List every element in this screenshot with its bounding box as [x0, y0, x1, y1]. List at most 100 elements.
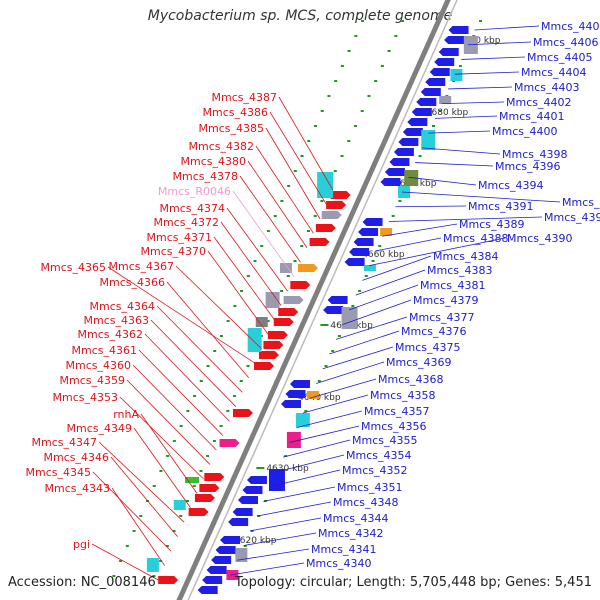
left-gene-label[interactable]: Mmcs_4364 [90, 300, 155, 313]
reverse-gene[interactable] [242, 486, 263, 494]
reverse-gene[interactable] [362, 218, 383, 226]
forward-gene[interactable] [194, 494, 215, 502]
forward-gene[interactable] [315, 224, 336, 232]
reverse-gene[interactable] [202, 576, 223, 584]
forward-gene[interactable] [254, 362, 275, 370]
left-gene-label[interactable]: Mmcs_4346 [44, 451, 109, 464]
reverse-gene[interactable] [420, 88, 441, 96]
reverse-gene[interactable] [407, 118, 428, 126]
reverse-gene[interactable] [384, 168, 405, 176]
cog-box[interactable] [450, 69, 463, 81]
reverse-gene[interactable] [411, 108, 432, 116]
reverse-gene[interactable] [448, 26, 469, 34]
reverse-gene[interactable] [425, 78, 446, 86]
cog-box[interactable] [265, 292, 280, 308]
reverse-gene[interactable] [429, 68, 450, 76]
reverse-gene[interactable] [215, 546, 236, 554]
right-gene-label[interactable]: Mmcs_4344 [323, 512, 388, 525]
forward-gene[interactable] [188, 508, 209, 516]
reverse-gene[interactable] [228, 518, 249, 526]
right-gene-label[interactable]: Mmcs_4403 [514, 81, 579, 94]
forward-gene[interactable] [309, 238, 330, 246]
right-gene-label[interactable]: Mmcs_4356 [361, 420, 426, 433]
right-gene-label[interactable]: Mmcs_4400 [492, 125, 557, 138]
left-gene-label[interactable]: Mmcs_4345 [26, 466, 91, 479]
forward-gene[interactable] [278, 308, 299, 316]
cog-box[interactable] [363, 265, 376, 271]
reverse-gene[interactable] [197, 586, 218, 594]
left-gene-label[interactable]: Mmcs_4366 [100, 276, 165, 289]
reverse-gene[interactable] [349, 248, 370, 256]
right-gene-label[interactable]: Mmcs_4340 [306, 557, 371, 570]
right-gene-label[interactable]: Mmcs_4391 [468, 200, 533, 213]
right-gene-label[interactable]: Mmcs_4390 [507, 232, 572, 245]
left-gene-label[interactable]: Mmcs_4371 [147, 231, 212, 244]
reverse-gene[interactable] [289, 380, 310, 388]
right-gene-label[interactable]: Mmcs_4375 [395, 341, 460, 354]
forward-gene[interactable] [267, 331, 288, 339]
right-gene-label[interactable]: Mmcs_4404 [521, 66, 586, 79]
reverse-gene[interactable] [398, 138, 419, 146]
forward-gene[interactable] [219, 439, 240, 447]
right-gene-label[interactable]: Mmcs_4377 [409, 311, 474, 324]
left-gene-label[interactable]: rnhA [113, 408, 139, 421]
forward-gene[interactable] [258, 351, 279, 359]
left-gene-label[interactable]: Mmcs_4370 [141, 245, 206, 258]
forward-gene[interactable] [158, 576, 179, 584]
reverse-gene[interactable] [211, 556, 232, 564]
right-gene-label[interactable]: Mmcs_4376 [401, 325, 466, 338]
reverse-gene[interactable] [238, 496, 258, 504]
forward-gene[interactable] [283, 296, 304, 304]
reverse-gene[interactable] [393, 148, 414, 156]
reverse-gene[interactable] [220, 536, 241, 544]
left-gene-label[interactable]: Mmcs_4361 [72, 344, 137, 357]
right-gene-label[interactable]: Mmcs_4341 [311, 543, 376, 556]
cog-box[interactable] [184, 477, 199, 483]
forward-gene[interactable] [326, 201, 347, 209]
reverse-gene[interactable] [323, 306, 344, 314]
reverse-gene[interactable] [358, 228, 379, 236]
reverse-gene[interactable] [327, 296, 348, 304]
reverse-gene[interactable] [206, 566, 227, 574]
right-gene-label[interactable]: Mmcs_4392 [544, 211, 600, 224]
left-gene-label[interactable]: Mmcs_4387 [212, 91, 277, 104]
forward-gene[interactable] [330, 191, 351, 199]
right-gene-label[interactable]: Mmcs_4381 [420, 279, 485, 292]
left-gene-label[interactable]: Mmcs_4374 [160, 202, 225, 215]
reverse-gene[interactable] [416, 98, 437, 106]
left-gene-label[interactable]: Mmcs_4343 [45, 482, 110, 495]
cog-box[interactable] [307, 391, 320, 399]
left-gene-label[interactable]: Mmcs_4349 [67, 422, 132, 435]
left-gene-label[interactable]: Mmcs_4378 [173, 170, 238, 183]
reverse-gene[interactable] [246, 476, 267, 484]
cog-box[interactable] [146, 558, 159, 572]
cog-box[interactable] [286, 432, 301, 448]
right-gene-label[interactable]: Mmcs_4368 [378, 373, 443, 386]
cog-box[interactable] [268, 469, 285, 491]
right-gene-label[interactable]: Mmcs_4369 [386, 356, 451, 369]
cog-box[interactable] [247, 328, 262, 352]
cog-box[interactable] [317, 172, 334, 198]
right-gene-label[interactable]: Mmcs_4384 [433, 250, 498, 263]
cog-box[interactable] [439, 96, 452, 104]
reverse-gene[interactable] [344, 258, 365, 266]
reverse-gene[interactable] [402, 128, 423, 136]
cog-box[interactable] [421, 130, 436, 150]
forward-gene[interactable] [232, 409, 253, 417]
right-gene-label[interactable]: Mmcs_4394 [478, 179, 543, 192]
right-gene-label[interactable]: Mmcs_4388 [443, 232, 508, 245]
forward-gene[interactable] [199, 484, 220, 492]
right-gene-label[interactable]: Mmcs_4354 [346, 449, 411, 462]
cog-box[interactable] [341, 307, 358, 329]
left-gene-label[interactable]: Mmcs_4380 [181, 155, 246, 168]
right-gene-label[interactable]: Mmcs_4358 [370, 389, 435, 402]
left-gene-label[interactable]: Mmcs_4360 [66, 359, 131, 372]
reverse-gene[interactable] [438, 48, 459, 56]
forward-gene[interactable] [263, 341, 284, 349]
cog-box[interactable] [279, 263, 292, 273]
left-gene-label[interactable]: Mmcs_4359 [60, 374, 125, 387]
left-gene-label[interactable]: Mmcs_4385 [199, 122, 264, 135]
right-gene-label[interactable]: Mmcs_4395 [562, 196, 600, 209]
right-gene-label[interactable]: Mmcs_4402 [506, 96, 571, 109]
right-gene-label[interactable]: Mmcs_4405 [527, 51, 592, 64]
